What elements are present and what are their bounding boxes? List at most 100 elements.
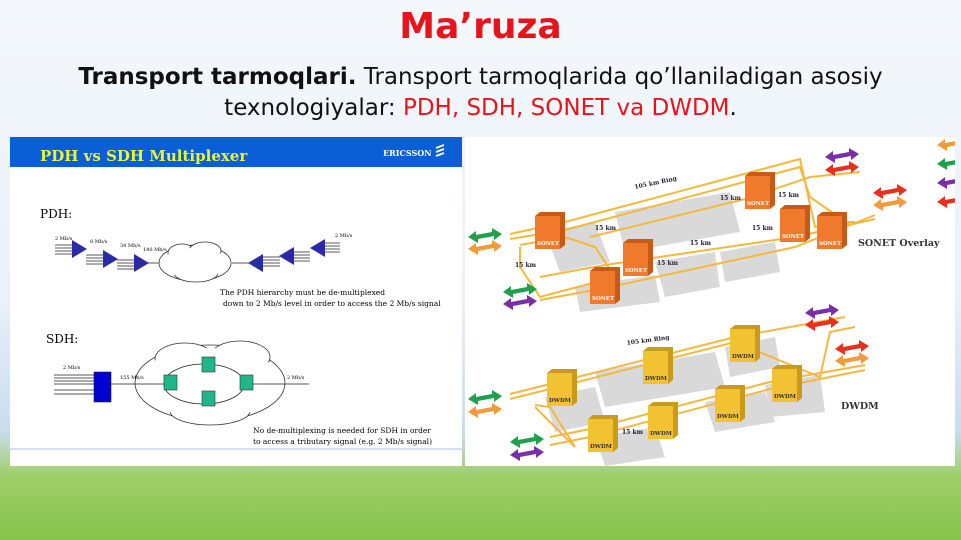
sdh-nodes [163,356,254,407]
dwdm-label: DWDM [841,401,879,412]
span-label: 15 km [690,240,712,247]
node-label: DWDM [549,398,571,404]
sonet-node: SONET [780,205,810,242]
mux-triangle [134,254,149,272]
dwdm-node: DWDM [588,415,618,452]
rate-label: 2 Mb/s [63,365,81,371]
sonet-node: SONET [817,212,847,249]
ericsson-logo-icon [435,144,445,157]
subtitle-end: . [729,95,737,121]
sdh-note-line1: No de-multiplexing is needed for SDH in … [253,426,431,435]
mux-triangle [72,240,87,258]
rate-label: 140 Mb/s [143,247,167,253]
sonet-node: SONET [623,239,653,276]
node-label: DWDM [645,376,667,382]
pdh-label: PDH: [40,207,72,221]
bidirectional-arrow-icon [835,340,869,355]
ericsson-logo: ERICSSON [383,148,432,158]
sdh-cloud [134,340,286,426]
bidirectional-arrow-icon [937,193,961,208]
sdh-node [163,374,178,391]
mux-triangle [103,250,118,268]
span-label: 15 km [657,260,679,267]
dwdm-node: DWDM [643,347,673,384]
slide-subtitle: Transport tarmoqlari. Transport tarmoqla… [20,62,941,124]
pdh-vs-sdh-figure: PDH vs SDH Multiplexer ERICSSON PDH: 2 M… [10,137,462,466]
node-label: DWDM [774,394,796,400]
node-label: DWDM [717,414,739,420]
bidirectional-arrow-icon [510,446,544,461]
bidirectional-arrow-icon [805,316,839,331]
dwdm-fiber-rings [509,316,866,448]
bidirectional-arrow-icon [468,403,502,418]
span-label: 15 km [595,225,617,232]
sdh-node [201,356,216,373]
bidirectional-arrow-icon [503,283,537,298]
pdh-multiplexers [72,239,325,272]
span-label: 15 km [752,225,774,232]
bidirectional-arrow-icon [503,295,537,310]
sonet-overlay-label: SONET Overlay [858,238,940,249]
demux-triangle [248,254,263,272]
pdh-note-line1: The PDH hierarchy must be de-multiplexed [220,288,385,297]
bidirectional-arrow-icon [825,148,859,163]
bidirectional-arrow-icon [937,136,961,151]
pdh-cloud [158,241,232,283]
demux-triangle [310,239,325,257]
dwdm-node: DWDM [648,402,678,439]
sdh-multiplexer [93,371,112,403]
sonet-node: SONET [590,267,620,304]
node-label: DWDM [650,431,672,437]
bidirectional-arrow-icon [873,184,907,199]
node-label: SONET [592,296,615,302]
dwdm-ring-label: 105 km Ring [626,334,670,347]
rate-label: 2 Mb/s [335,233,353,239]
figure-header-bar [10,137,462,167]
dwdm-node: DWDM [715,385,745,422]
pdh-note-line2: down to 2 Mb/s level in order to access … [223,299,441,308]
span-label: 15 km [720,195,742,202]
bidirectional-arrow-icon [825,161,859,176]
rate-label: 2 Mb/s [55,236,73,242]
sdh-node [201,390,216,407]
bidirectional-arrow-icon [835,352,869,367]
subtitle-technologies: PDH, SDH, SONET va DWDM [402,95,730,121]
sdh-label: SDH: [46,332,78,346]
bidirectional-arrow-icon [468,228,502,243]
dwdm-node: DWDM [772,365,802,402]
slide-title: Ma’ruza [399,6,562,47]
node-label: SONET [537,241,560,247]
sdh-node [239,374,254,391]
node-label: SONET [782,234,805,240]
node-label: DWDM [732,354,754,360]
sonet-node: SONET [535,212,565,249]
sdh-note-line2: to access a tributary signal (e.g. 2 Mb/… [253,437,432,446]
subtitle-bold: Transport tarmoqlari. [78,64,357,90]
rate-label: 8 Mb/s [90,239,108,245]
bidirectional-arrow-icon [937,174,961,189]
node-label: SONET [819,241,842,247]
rate-label: 155 Mb/s [120,375,144,381]
bidirectional-arrow-icon [873,196,907,211]
sonet-ring-label: 105 km Ring [634,175,678,191]
node-label: SONET [625,268,648,274]
dwdm-node: DWDM [730,325,760,362]
span-label: 15 km [515,262,537,269]
rate-label: 2 Mb/s [287,375,305,381]
demux-triangle [279,247,294,265]
bidirectional-arrow-icon [510,433,544,448]
sonet-dwdm-figure: SONET SONET SONET SONET SONET SONET DWDM DWDM DW… [465,136,961,466]
rate-label: 34 Mb/s [120,243,141,249]
figure-header-title: PDH vs SDH Multiplexer [40,147,248,165]
node-label: DWDM [590,444,612,450]
bidirectional-arrow-icon [937,155,961,170]
bidirectional-arrow-icon [468,390,502,405]
span-label: 15 km [622,429,644,436]
dwdm-node: DWDM [547,369,577,406]
sonet-node: SONET [745,172,775,209]
bidirectional-arrow-icon [468,240,502,255]
node-label: SONET [747,201,770,207]
subtitle-text: Transport tarmoqlarida qo’llaniladigan a… [224,64,883,121]
bidirectional-arrow-icon [805,304,839,319]
pdh-diagram [55,242,340,270]
